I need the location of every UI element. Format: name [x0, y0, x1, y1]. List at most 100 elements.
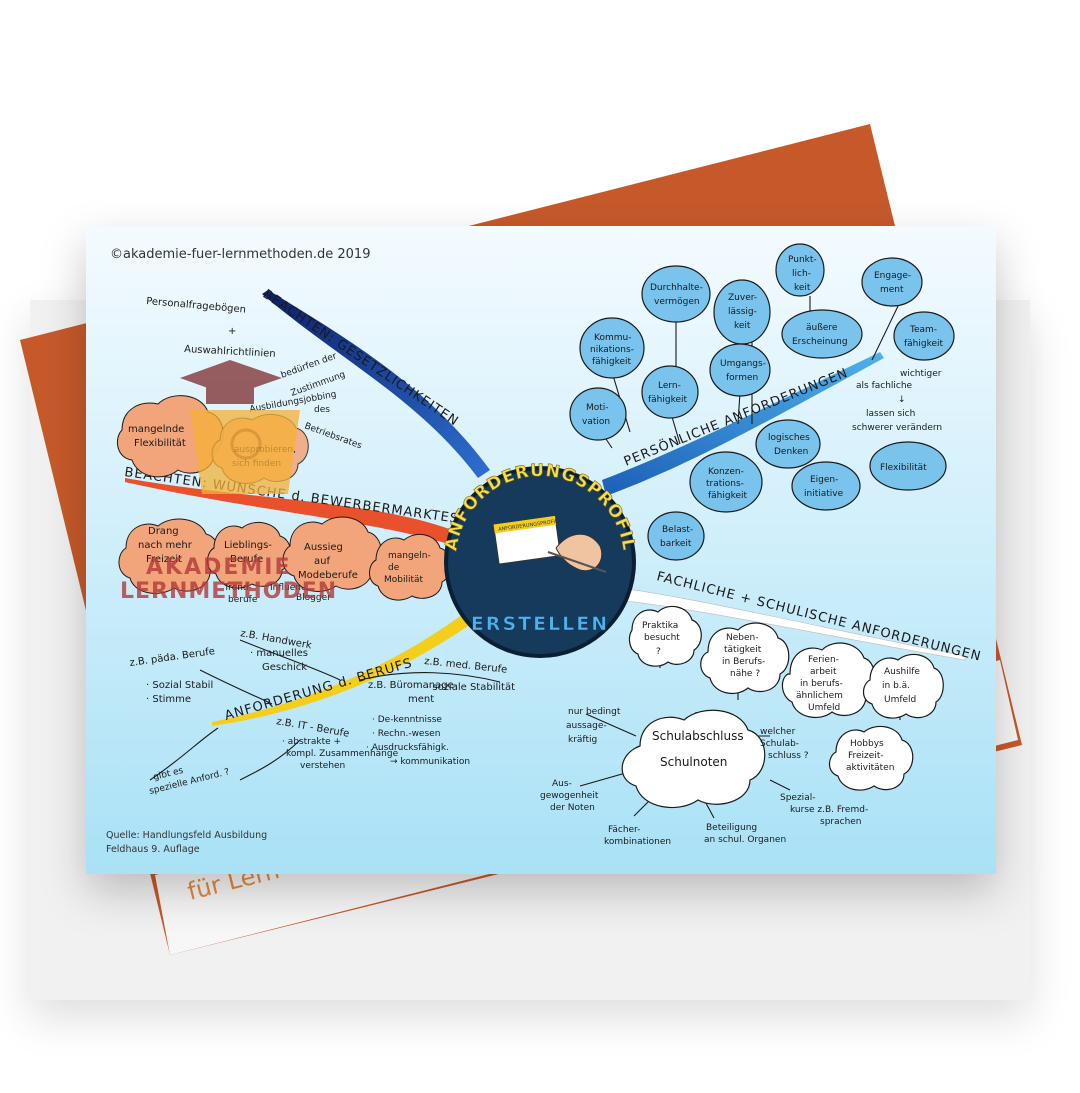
- cloud-hobbys: [828, 725, 914, 791]
- center-card-header: [493, 515, 557, 534]
- bubble-lernfaehigkeit: [641, 365, 699, 419]
- branch-wuensche: [125, 478, 452, 545]
- fachlich-cloud-text: in berufs-: [800, 679, 843, 689]
- persoenlich-bubble-text: Punkt-: [788, 255, 817, 265]
- persoenlich-bubble-text: keit: [794, 283, 811, 293]
- fachlich-cloud-text: ähnlichem: [796, 691, 843, 701]
- school-note: kräftig: [568, 735, 597, 745]
- persoenlich-bubble-text: Team-: [909, 325, 937, 335]
- fachlich-cloud-text: ?: [656, 647, 661, 657]
- beruf-item: Geschick: [262, 662, 307, 673]
- persoenlich-note: schwerer verändern: [852, 423, 942, 433]
- persoenlich-bubble-text: Durchhalte-: [650, 283, 703, 293]
- persoenlich-note: wichtiger: [900, 369, 942, 379]
- wuensche-bubble-text: Mobilität: [384, 575, 424, 585]
- school-note: aussage-: [566, 721, 607, 731]
- fachlich-cloud-text: arbeit: [810, 667, 837, 677]
- school-note: Fächer-: [608, 825, 640, 835]
- bubble-motivation: [569, 387, 627, 441]
- beruf-item: · De-kenntnisse: [372, 715, 442, 725]
- persoenlich-bubble-text: Flexibilität: [880, 463, 927, 473]
- bubble-belastbarkeit: [647, 511, 705, 561]
- persoenlich-bubble-text: Zuver-: [728, 293, 757, 303]
- branch-gesetz: [262, 290, 490, 478]
- cloud-aushilfe: [862, 653, 944, 719]
- bubble-eigeninitiative: [791, 461, 861, 511]
- persoenlich-note: als fachliche: [856, 381, 913, 391]
- graduate-cap-base: [206, 386, 254, 404]
- school-note: Spezial-: [780, 793, 815, 803]
- persoenlich-bubble-text: Engage-: [874, 271, 911, 281]
- watermark-line-2: LERNMETHODEN: [120, 579, 337, 604]
- school-note: der Noten: [550, 803, 595, 813]
- persoenlich-bubble-text: initiative: [804, 489, 844, 499]
- persoenlich-bubble-text: lich-: [792, 269, 811, 279]
- beruf-item: · Sozial Stabil: [146, 680, 213, 691]
- bucket-face-icon: [230, 428, 262, 460]
- persoenlich-bubble-text: formen: [726, 373, 758, 383]
- persoenlich-note: lassen sich: [866, 409, 915, 419]
- beruf-item: kompl. Zusammenhänge: [286, 749, 399, 759]
- copyright-text: ©akademie-fuer-lernmethoden.de 2019: [110, 247, 370, 262]
- school-note: an schul. Organen: [704, 835, 786, 845]
- wuensche-bubble-text: Freizeit: [146, 554, 182, 565]
- persoenlich-bubble-text: Konzen-: [708, 467, 744, 477]
- watermark-logo: [180, 360, 300, 494]
- persoenlich-note: ↓: [898, 395, 906, 405]
- school-note: sprachen: [820, 817, 862, 827]
- beruf-item: · abstrakte +: [282, 737, 341, 747]
- wuensche-bubble-text: de: [388, 563, 400, 573]
- wuensche-bubble-text: Modeberufe: [298, 570, 358, 581]
- school-note: Aus-: [552, 779, 572, 789]
- bubble-mangelnde-mobilitaet: [369, 533, 452, 601]
- bubble-logisches-denken: [755, 419, 821, 469]
- center-circle: [444, 466, 636, 658]
- gesetz-item: Auswahlrichtlinien: [184, 344, 276, 360]
- persoenlich-bubble-text: nikations-: [590, 345, 634, 355]
- cloud-schulabschluss: [621, 709, 766, 809]
- source-line-1: Quelle: Handlungsfeld Ausbildung: [106, 830, 267, 841]
- fachlich-cloud-text: Ferien-: [808, 655, 839, 665]
- beruf-item: · Ausdrucksfähigk.: [366, 743, 449, 753]
- branch-fachlich: [599, 584, 966, 661]
- school-note: Schulab-: [760, 739, 799, 749]
- graduate-cap-icon: [180, 360, 282, 396]
- school-note: schluss ?: [768, 751, 809, 761]
- persoenlich-bubble-text: fähigkeit: [708, 491, 748, 501]
- fachlich-cloud-text: in Berufs-: [722, 657, 765, 667]
- bubble-aeussere-erscheinung: [781, 309, 863, 359]
- wuensche-bubble-text: nach mehr: [138, 540, 193, 551]
- watermark-line-1: AKADEMIE: [146, 555, 292, 580]
- bubble-engagement: [861, 257, 923, 307]
- wuensche-item: berufe: [228, 595, 258, 605]
- persoenlich-bubble-text: vermögen: [654, 297, 700, 307]
- school-note: kombinationen: [604, 837, 671, 847]
- fachlich-cloud-text: Umfeld: [884, 695, 916, 705]
- beruf-item: z.B. Büromanage-: [368, 680, 458, 691]
- persoenlich-bubble-text: Denken: [774, 447, 808, 457]
- bubble-teamfaehigkeit: [893, 311, 955, 361]
- center-subtitle: ERSTELLEN: [471, 613, 609, 635]
- source-line-2: Feldhaus 9. Auflage: [106, 844, 200, 855]
- wuensche-bubble-text: Berufe: [230, 554, 263, 565]
- persoenlich-bubble-text: Kommu-: [594, 333, 631, 343]
- wuensche-item: Blogger: [296, 593, 331, 603]
- fachlich-cloud-text: besucht: [644, 633, 680, 643]
- bubble-umgangsformen: [709, 343, 771, 397]
- fachlich-cloud-text: nähe ?: [730, 669, 760, 679]
- persoenlich-bubble-text: Eigen-: [810, 475, 838, 485]
- persoenlich-bubbles: Durchhalte- vermögen Punkt- lich- keit E…: [569, 243, 955, 561]
- connector-line: [149, 639, 501, 781]
- persoenlich-bubble-text: trations-: [706, 479, 744, 489]
- persoenlich-bubble-text: keit: [734, 321, 751, 331]
- gesetz-item: +: [228, 326, 236, 337]
- beruf-item: → kommunikation: [390, 757, 470, 767]
- school-note: gewogenheit: [540, 791, 599, 801]
- fachlich-cloud-text: Neben-: [726, 633, 758, 643]
- wuensche-item: Trend-: [223, 583, 252, 593]
- writing-hand-icon: [555, 533, 603, 572]
- gesetz-item: des: [314, 405, 330, 415]
- persoenlich-bubble-text: Umgangs-: [720, 359, 766, 369]
- fachlich-cloud-text: in b.ä.: [882, 681, 910, 691]
